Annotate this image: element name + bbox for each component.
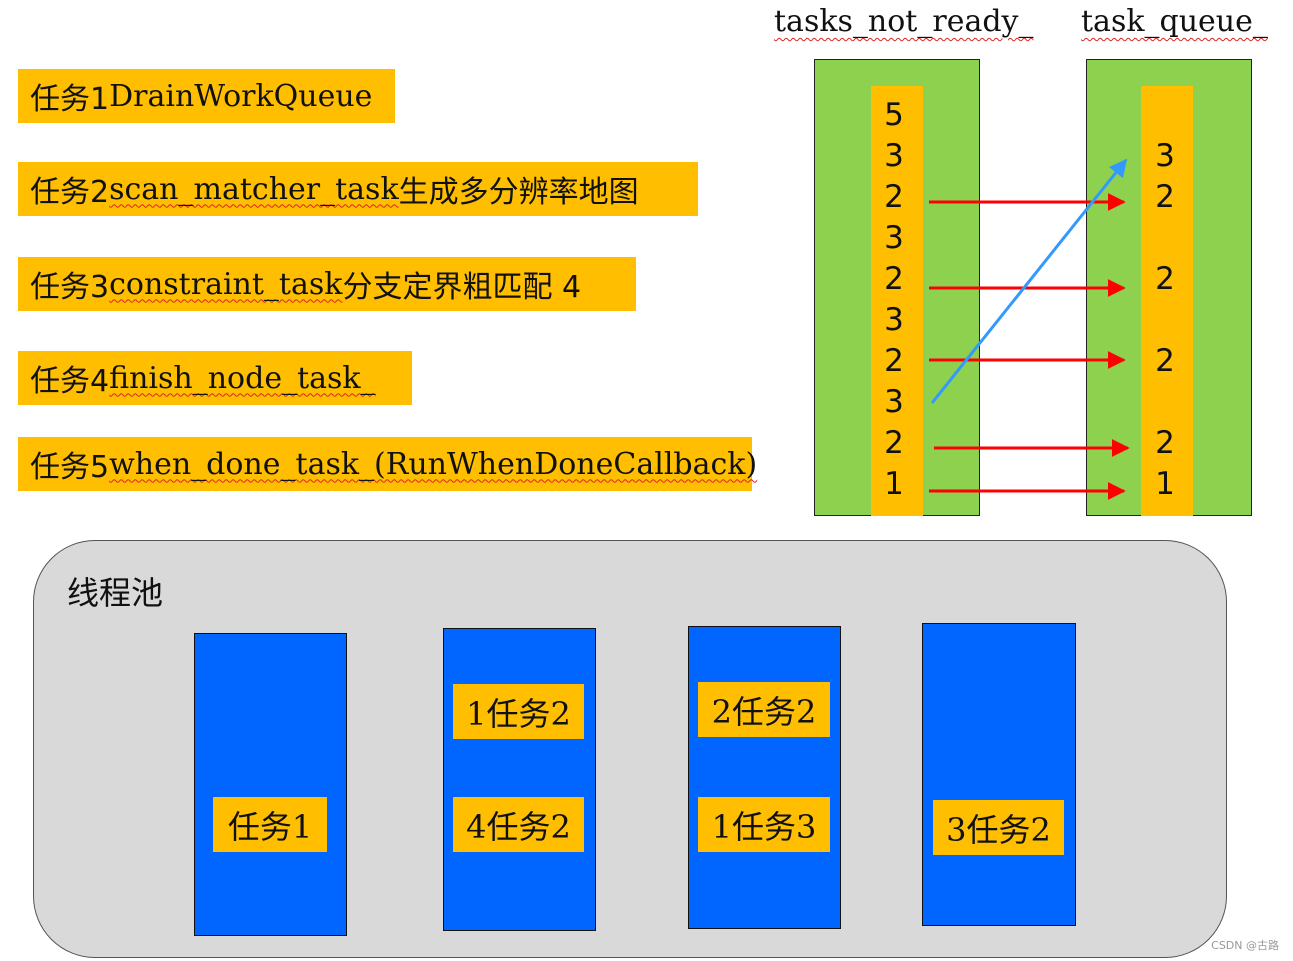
queue-item: 5 — [884, 97, 904, 133]
task-label-3: 任务3 constraint_task 分支定界粗匹配 4 — [18, 257, 636, 311]
task-label-code: finish_node_task_ — [109, 360, 376, 396]
task-label-prefix: 任务1 — [30, 82, 110, 117]
thread-1 — [194, 633, 347, 936]
tasks-not-ready-title: tasks_not_ready_ — [774, 4, 1034, 39]
queue-item: 2 — [1155, 261, 1175, 297]
queue-item: 2 — [884, 343, 904, 379]
queue-item: 1 — [1155, 466, 1175, 502]
thread-task-chip: 1任务2 — [453, 684, 584, 739]
queue-item: 3 — [884, 302, 904, 338]
thread-task-chip: 任务1 — [213, 797, 327, 852]
queue-item: 3 — [884, 384, 904, 420]
task-label-1: 任务1 DrainWorkQueue — [18, 69, 395, 123]
thread-4 — [922, 623, 1076, 926]
thread-3 — [688, 626, 841, 929]
task-label-code: constraint_task — [109, 266, 343, 302]
task-label-4: 任务4 finish_node_task_ — [18, 351, 412, 405]
queue-item: 2 — [1155, 343, 1175, 379]
thread-task-chip: 4任务2 — [453, 797, 584, 852]
queue-item: 3 — [884, 138, 904, 174]
queue-item: 2 — [1155, 425, 1175, 461]
task-label-prefix: 任务2 — [30, 175, 110, 210]
task-label-code: when_done_task_(RunWhenDoneCallback) — [109, 446, 758, 482]
task-label-prefix: 任务3 — [30, 270, 110, 305]
task-label-prefix: 任务5 — [30, 450, 110, 485]
queue-item: 2 — [884, 179, 904, 215]
thread-task-chip: 3任务2 — [933, 800, 1064, 855]
watermark: CSDN @古路 — [1211, 939, 1279, 952]
thread-task-chip: 2任务2 — [698, 682, 830, 737]
task-label-code: scan_matcher_task — [109, 171, 399, 207]
thread-2 — [443, 628, 596, 931]
queue-item: 3 — [884, 220, 904, 256]
task-label-prefix: 任务4 — [30, 364, 110, 399]
queue-item: 2 — [884, 261, 904, 297]
queue-item: 2 — [884, 425, 904, 461]
task-label-desc: 生成多分辨率地图 — [398, 175, 639, 210]
task-queue-strip — [1141, 86, 1193, 516]
tasks-not-ready-strip — [871, 86, 923, 516]
task-label-desc: 分支定界粗匹配 4 — [342, 270, 582, 305]
queue-item: 3 — [1155, 138, 1175, 174]
queue-item: 1 — [884, 466, 904, 502]
task-label-2: 任务2 scan_matcher_task 生成多分辨率地图 — [18, 162, 698, 216]
task-label-5: 任务5 when_done_task_(RunWhenDoneCallback) — [18, 437, 757, 491]
thread-pool-title: 线程池 — [67, 574, 164, 612]
task-label-name: DrainWorkQueue — [109, 78, 373, 114]
task-queue-title: task_queue_ — [1081, 4, 1268, 39]
blue-arrow — [930, 158, 1128, 404]
queue-item: 2 — [1155, 179, 1175, 215]
thread-task-chip: 1任务3 — [698, 797, 830, 852]
